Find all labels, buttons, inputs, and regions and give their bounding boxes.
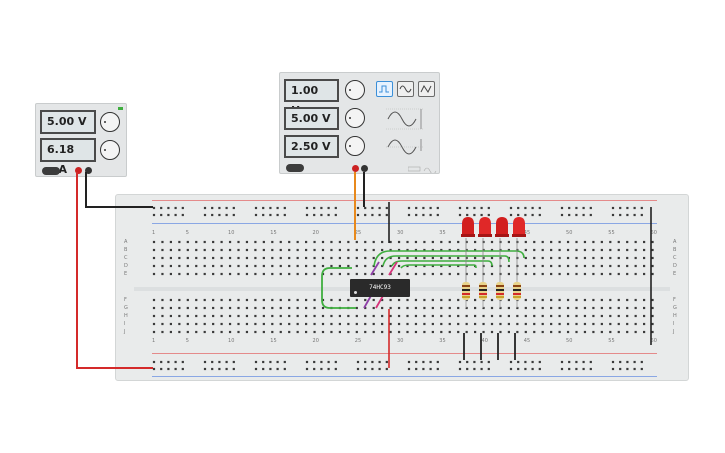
ic-chip[interactable]: 74HC93 xyxy=(350,279,410,297)
wire-green-bus-2 xyxy=(382,255,510,267)
row-label: A xyxy=(673,239,677,245)
top-rail-blue-line xyxy=(152,223,657,224)
row-label: E xyxy=(124,271,128,277)
row-label: J xyxy=(124,329,126,335)
row-label: F xyxy=(124,297,127,303)
column-label: 5 xyxy=(185,338,189,344)
voltage-knob[interactable] xyxy=(100,112,120,132)
power-on-indicator-icon xyxy=(118,107,123,110)
column-label: 10 xyxy=(228,338,235,344)
amplitude-knob[interactable] xyxy=(345,108,365,128)
column-label: 60 xyxy=(650,230,657,236)
square-wave-button[interactable] xyxy=(376,81,393,97)
negative-terminal[interactable] xyxy=(85,167,92,174)
row-label: D xyxy=(673,263,677,269)
row-label: A xyxy=(124,239,128,245)
column-label: 15 xyxy=(270,230,277,236)
column-label: 40 xyxy=(481,338,488,344)
pin1-marker-icon xyxy=(354,291,357,294)
amplitude-display: 5.00 V xyxy=(284,107,339,130)
column-label: 45 xyxy=(523,338,531,344)
triangle-wave-button[interactable] xyxy=(418,81,435,97)
column-label: 20 xyxy=(312,338,319,344)
row-label: I xyxy=(124,321,126,327)
row-label: D xyxy=(124,263,128,269)
wire-green-loop xyxy=(321,267,356,309)
frequency-knob[interactable] xyxy=(345,80,365,100)
row-label: H xyxy=(673,313,677,319)
sine-wave-icon xyxy=(399,85,412,93)
row-label: I xyxy=(673,321,675,327)
column-label: 45 xyxy=(523,230,531,236)
wire-green-bus-3 xyxy=(391,260,493,267)
top-rail-red-line xyxy=(152,200,657,201)
row-label: G xyxy=(124,305,128,311)
wire-green-bus-4 xyxy=(400,264,477,269)
row-label: H xyxy=(124,313,128,319)
column-label: 35 xyxy=(439,338,446,344)
generator-negative-terminal[interactable] xyxy=(361,165,368,172)
row-label: F xyxy=(673,297,676,303)
current-knob[interactable] xyxy=(100,140,120,160)
column-label: 50 xyxy=(566,230,573,236)
column-label: 35 xyxy=(439,230,446,236)
generator-power-toggle[interactable] xyxy=(286,164,304,172)
column-label: 25 xyxy=(354,230,362,236)
row-label: G xyxy=(673,305,677,311)
column-label: 5 xyxy=(185,230,189,236)
offset-preview-icon xyxy=(386,139,424,155)
function-generator[interactable]: 1.00 Hz 5.00 V 2.50 V xyxy=(279,72,440,174)
column-label: 55 xyxy=(608,230,615,236)
power-toggle[interactable] xyxy=(42,167,60,175)
column-label: 1 xyxy=(152,230,156,236)
row-label: B xyxy=(124,247,128,253)
row-label: B xyxy=(673,247,677,253)
column-label: 25 xyxy=(354,338,362,344)
chip-label: 74HC93 xyxy=(369,284,391,291)
column-label: 50 xyxy=(566,338,573,344)
column-label: 1 xyxy=(152,338,156,344)
wire-pink-1 xyxy=(388,261,398,276)
column-label: 55 xyxy=(608,338,615,344)
column-label: 60 xyxy=(650,338,657,344)
row-label: J xyxy=(673,329,675,335)
row-label: C xyxy=(673,255,677,261)
sine-wave-button[interactable] xyxy=(397,81,414,97)
row-label: C xyxy=(124,255,128,261)
column-label: 15 xyxy=(270,338,277,344)
voltage-display: 5.00 V xyxy=(40,110,96,134)
generator-brand-icon xyxy=(408,166,437,173)
bottom-rail-red-line xyxy=(152,353,657,354)
triangle-wave-icon xyxy=(420,85,432,93)
column-label: 10 xyxy=(228,230,235,236)
wire-black-ground xyxy=(85,172,153,208)
column-label: 30 xyxy=(397,230,404,236)
breadboard-holes xyxy=(152,206,654,371)
wire-green-bus-1 xyxy=(373,250,525,267)
wire-red-power xyxy=(76,172,153,369)
column-label: 20 xyxy=(312,230,319,236)
offset-display: 2.50 V xyxy=(284,135,339,158)
power-supply[interactable]: 5.00 V 6.18 mA xyxy=(35,103,127,177)
amplitude-preview-icon xyxy=(386,108,424,130)
bottom-rail-blue-line xyxy=(152,376,657,377)
row-label: E xyxy=(673,271,677,277)
generator-positive-terminal[interactable] xyxy=(352,165,359,172)
square-wave-icon xyxy=(379,85,389,93)
positive-terminal[interactable] xyxy=(75,167,82,174)
wire-purple-1 xyxy=(370,261,380,276)
offset-knob[interactable] xyxy=(345,136,365,156)
column-label: 30 xyxy=(397,338,404,344)
